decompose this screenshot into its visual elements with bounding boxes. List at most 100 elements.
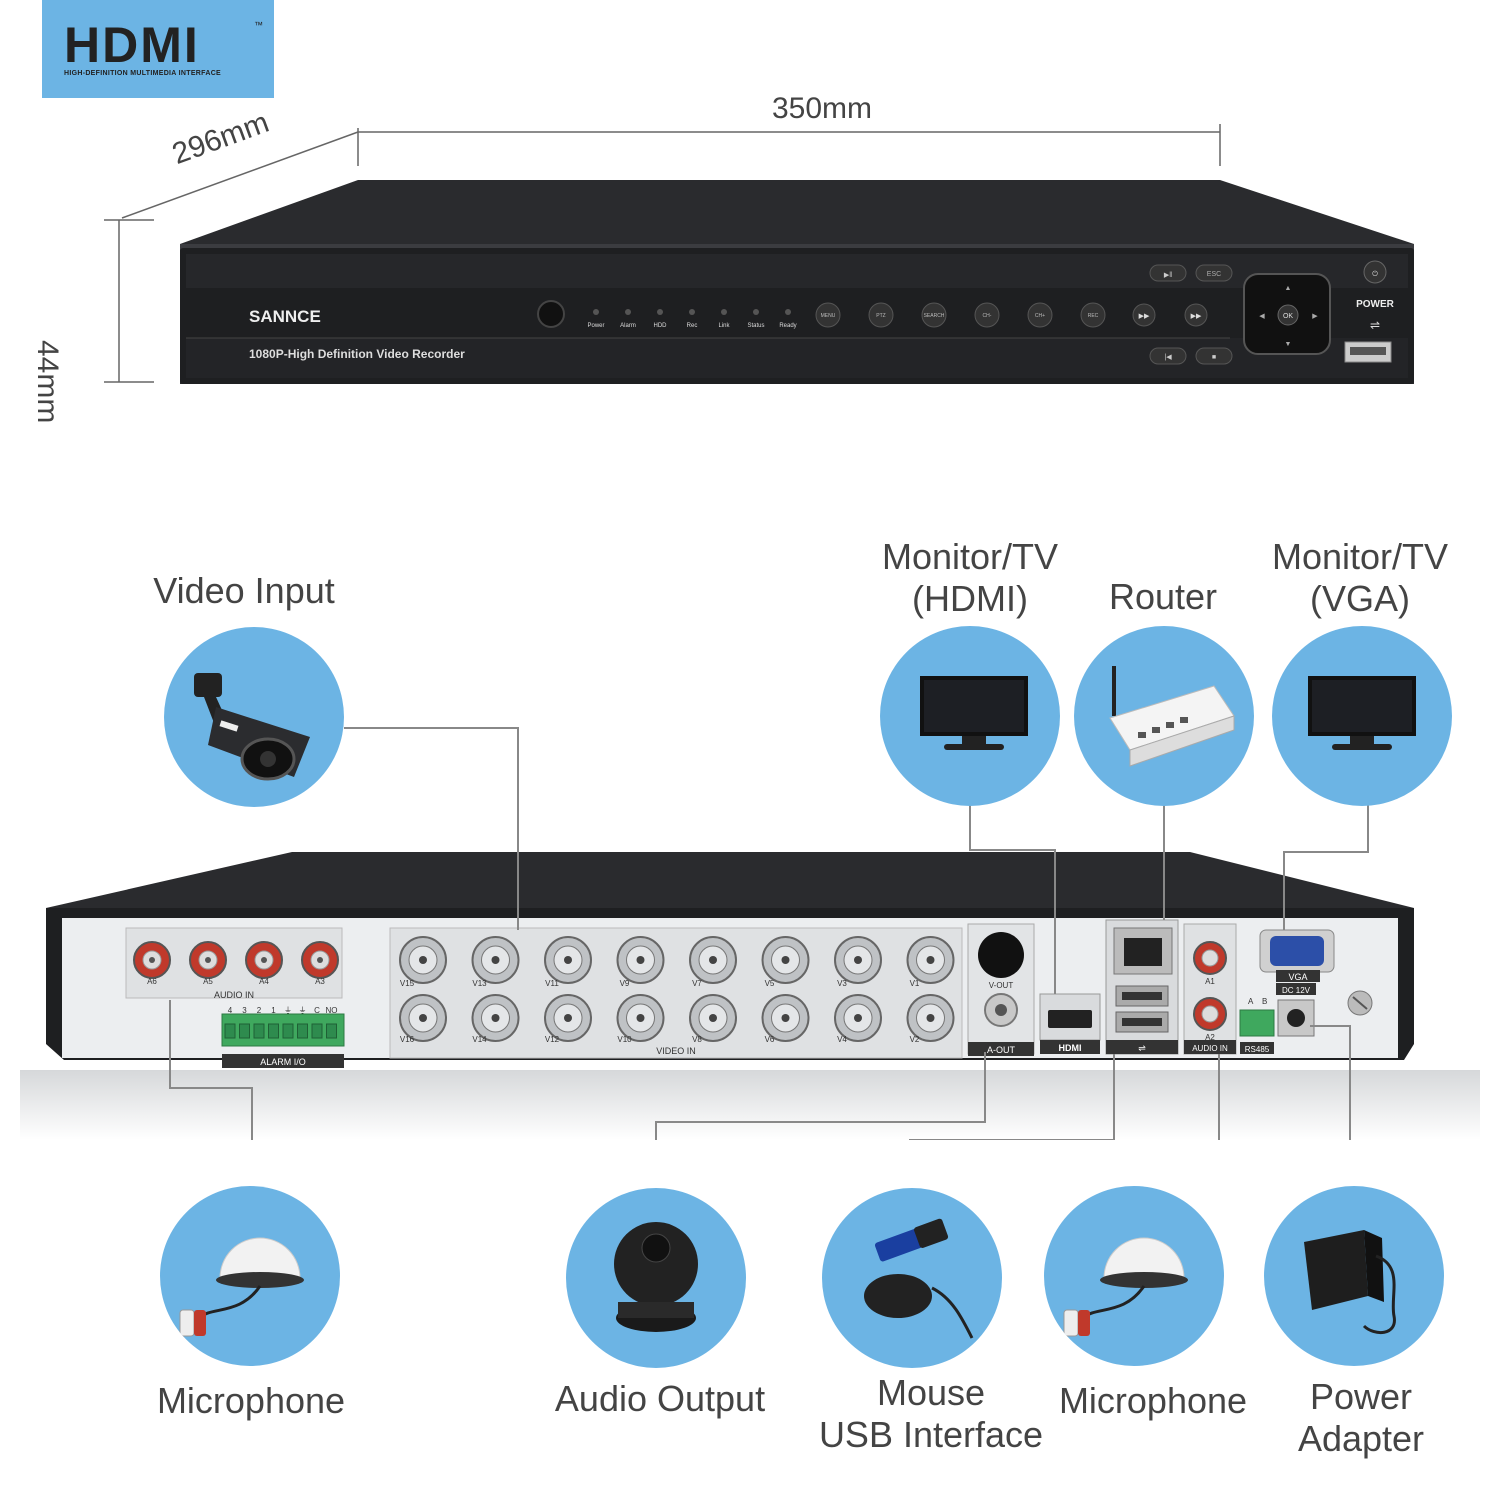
svg-text:▶▶: ▶▶ bbox=[1139, 313, 1150, 320]
bnc-port-label: V10 bbox=[617, 1035, 632, 1044]
width-dimension: 350mm bbox=[772, 92, 873, 125]
monitor-hdmi-bubble bbox=[880, 626, 1060, 806]
previous-button[interactable] bbox=[1149, 347, 1187, 365]
slow-play-button[interactable] bbox=[1132, 303, 1156, 327]
vga-label: VGA bbox=[1288, 972, 1307, 982]
led-indicator bbox=[625, 309, 631, 315]
audio-output-bubble bbox=[566, 1188, 746, 1368]
hdmi-logo: HDMI bbox=[64, 17, 200, 73]
stop-button[interactable] bbox=[1195, 347, 1233, 365]
led-label: Ready bbox=[779, 323, 796, 329]
rear-device-top bbox=[46, 852, 1414, 908]
front-button[interactable] bbox=[815, 302, 841, 328]
alarm-pin[interactable] bbox=[224, 1023, 236, 1039]
brand-logo: SANNCE bbox=[249, 307, 321, 326]
microphone-icon bbox=[179, 1237, 304, 1337]
svg-text:A: A bbox=[1248, 997, 1254, 1006]
model-text: 1080P-High Definition Video Recorder bbox=[249, 347, 465, 361]
front-button[interactable] bbox=[974, 302, 1000, 328]
front-button[interactable] bbox=[1080, 302, 1106, 328]
front-button[interactable] bbox=[921, 302, 947, 328]
router-icon bbox=[1109, 666, 1235, 767]
alarm-pin[interactable] bbox=[282, 1023, 294, 1039]
hdmi-subtitle: HIGH-DEFINITION MULTIMEDIA INTERFACE bbox=[64, 70, 222, 77]
front-button-label: PTZ bbox=[876, 313, 885, 319]
fast-forward-button[interactable] bbox=[1184, 303, 1208, 327]
audio-in-label: AUDIO IN bbox=[214, 990, 254, 1000]
video-input-bubble bbox=[164, 627, 344, 807]
microphone-right-bubble bbox=[1044, 1186, 1224, 1366]
monitor-vga-label: Monitor/TV (VGA) bbox=[1271, 536, 1449, 619]
power-button[interactable] bbox=[1363, 260, 1387, 284]
svg-text:■: ■ bbox=[1212, 354, 1216, 361]
bnc-port-label: V14 bbox=[472, 1035, 487, 1044]
led-label: Alarm bbox=[620, 323, 636, 329]
front-button-label: CH+ bbox=[1035, 313, 1045, 319]
ir-receiver-icon bbox=[537, 300, 565, 328]
alarm-pin-label: 3 bbox=[242, 1006, 247, 1015]
alarm-pin[interactable] bbox=[268, 1023, 279, 1039]
bnc-port-label: V4 bbox=[837, 1035, 847, 1044]
front-button[interactable] bbox=[868, 302, 894, 328]
alarm-pin[interactable] bbox=[253, 1023, 265, 1039]
led-label: HDD bbox=[654, 323, 668, 329]
usb-mouse-icon bbox=[864, 1218, 974, 1339]
bnc-port-label: V9 bbox=[620, 979, 630, 988]
power-adapter-icon bbox=[1304, 1230, 1396, 1335]
bnc-port-label: V7 bbox=[692, 979, 702, 988]
alarm-pin[interactable] bbox=[311, 1023, 323, 1039]
vout-label: V-OUT bbox=[989, 981, 1014, 990]
play-pause-button[interactable] bbox=[1149, 264, 1187, 282]
led-label: Link bbox=[718, 323, 730, 329]
svg-text:▶▶: ▶▶ bbox=[1191, 313, 1202, 320]
svg-text:⏻: ⏻ bbox=[1372, 270, 1378, 278]
video-in-label: VIDEO IN bbox=[656, 1046, 696, 1056]
alarm-pin[interactable] bbox=[297, 1023, 308, 1039]
led-label: Rec bbox=[687, 323, 698, 329]
microphone-icon bbox=[1063, 1237, 1188, 1337]
monitor-hdmi-label: Monitor/TV (HDMI) bbox=[881, 536, 1059, 619]
alarm-pin-label: ⏚ bbox=[284, 1006, 292, 1015]
dc-label: DC 12V bbox=[1282, 986, 1311, 995]
audio-port-label: A6 bbox=[147, 977, 157, 986]
bnc-port-label: V16 bbox=[400, 1035, 415, 1044]
bnc-port-label: V15 bbox=[400, 979, 415, 988]
led-label: Power bbox=[587, 323, 604, 329]
rs485-label: RS485 bbox=[1245, 1045, 1270, 1054]
front-button[interactable] bbox=[1027, 302, 1053, 328]
front-button-label: MENU bbox=[821, 313, 836, 319]
svg-text:▲: ▲ bbox=[1285, 285, 1292, 292]
svg-text:◀: ◀ bbox=[1259, 313, 1265, 320]
led-indicator bbox=[657, 309, 663, 315]
ok-button[interactable] bbox=[1277, 304, 1299, 326]
svg-text:|◀: |◀ bbox=[1164, 354, 1172, 361]
svg-text:⇌: ⇌ bbox=[1138, 1043, 1146, 1053]
bnc-port-label: V5 bbox=[765, 979, 775, 988]
audio-port-label: A1 bbox=[1205, 977, 1215, 986]
alarm-pin[interactable] bbox=[239, 1023, 250, 1039]
hdmi-port[interactable] bbox=[1048, 1010, 1092, 1028]
svg-text:▼: ▼ bbox=[1285, 341, 1292, 348]
connection-lines bbox=[169, 727, 1369, 1140]
alarm-pin-label: 1 bbox=[271, 1006, 276, 1015]
bnc-port-label: V11 bbox=[545, 979, 559, 988]
alarm-pin[interactable] bbox=[326, 1023, 337, 1039]
rs485-terminal[interactable] bbox=[1239, 1009, 1275, 1037]
monitor-icon bbox=[1308, 676, 1416, 750]
vout-port[interactable] bbox=[978, 932, 1024, 978]
audio-port-label: A3 bbox=[315, 977, 325, 986]
led-indicator bbox=[721, 309, 727, 315]
esc-button[interactable] bbox=[1195, 264, 1233, 282]
router-bubble bbox=[1074, 626, 1254, 806]
bnc-port-label: V12 bbox=[545, 1035, 560, 1044]
svg-text:▶‖: ▶‖ bbox=[1164, 272, 1172, 279]
bnc-port-label: V13 bbox=[472, 979, 487, 988]
microphone-right-label: Microphone bbox=[1058, 1380, 1248, 1421]
bnc-port-label: V6 bbox=[765, 1035, 775, 1044]
camera-icon bbox=[194, 673, 310, 781]
alarm-pin-label: 4 bbox=[228, 1006, 233, 1015]
svg-text:OK: OK bbox=[1283, 313, 1293, 320]
